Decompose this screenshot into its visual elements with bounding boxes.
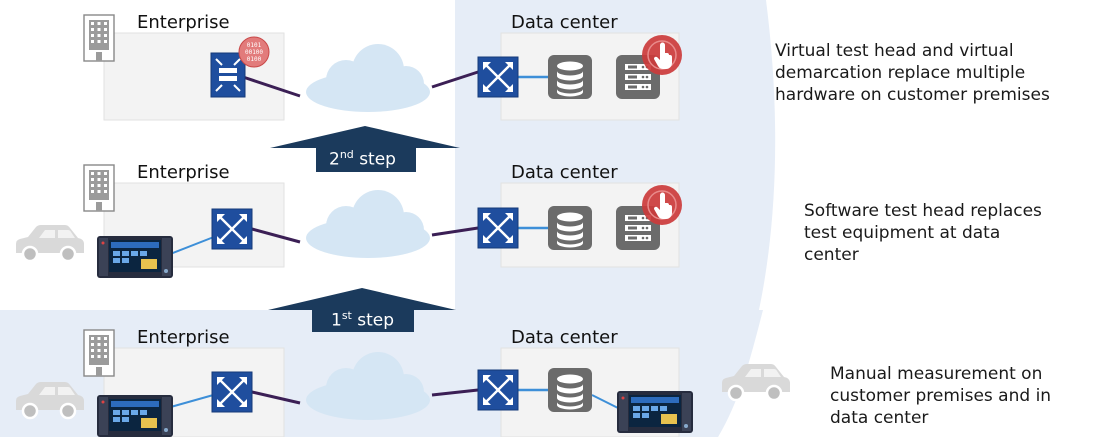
step-arrow-1st bbox=[268, 288, 456, 332]
enterprise-label: Enterprise bbox=[137, 12, 230, 33]
step-arrow-2nd bbox=[270, 126, 460, 172]
description-line: test equipment at data bbox=[804, 223, 1001, 243]
step-label-1st: 1st step bbox=[331, 309, 394, 331]
tier-description-bottom: Manual measurement on customer premises … bbox=[830, 363, 1051, 429]
switch-icon bbox=[476, 206, 520, 250]
switch-icon bbox=[210, 370, 254, 414]
description-line: center bbox=[804, 245, 859, 265]
step-ordinal-suffix: nd bbox=[339, 148, 354, 161]
link-line bbox=[431, 388, 479, 397]
description-line: customer premises and in bbox=[830, 386, 1052, 406]
step-number: 1 bbox=[331, 310, 342, 331]
cloud-icon bbox=[306, 190, 430, 258]
database-icon bbox=[548, 368, 592, 412]
svg-text:0100: 0100 bbox=[247, 56, 262, 63]
test-equipment-icon bbox=[617, 391, 693, 433]
database-icon bbox=[548, 55, 592, 99]
tier-description-middle: Software test head replaces test equipme… bbox=[804, 200, 1042, 266]
switch-icon bbox=[476, 55, 520, 99]
description-line: data center bbox=[830, 408, 929, 428]
switch-icon bbox=[210, 207, 254, 251]
car-icon bbox=[14, 223, 86, 263]
step-word: step bbox=[359, 149, 396, 170]
description-line: Virtual test head and virtual bbox=[775, 41, 1014, 61]
link-line bbox=[251, 390, 301, 405]
test-equipment-icon bbox=[97, 395, 173, 437]
building-icon bbox=[83, 14, 115, 62]
step-number: 2 bbox=[329, 149, 340, 170]
link-line bbox=[431, 70, 479, 89]
enterprise-label: Enterprise bbox=[137, 327, 230, 348]
link-line bbox=[242, 75, 301, 98]
description-line: Manual measurement on bbox=[830, 364, 1043, 384]
switch-icon bbox=[476, 368, 520, 412]
step-word: step bbox=[357, 310, 395, 331]
step-label-2nd: 2nd step bbox=[329, 148, 396, 170]
building-icon bbox=[83, 164, 115, 212]
description-line: Software test head replaces bbox=[804, 201, 1042, 221]
description-line: hardware on customer premises bbox=[775, 85, 1050, 105]
datacenter-label: Data center bbox=[511, 162, 618, 183]
link-line bbox=[431, 226, 479, 237]
svg-text:0101: 0101 bbox=[247, 42, 262, 49]
link-line bbox=[251, 227, 301, 244]
datacenter-label: Data center bbox=[511, 327, 618, 348]
description-line: demarcation replace multiple bbox=[775, 63, 1026, 83]
touch-icon bbox=[641, 34, 683, 76]
database-icon bbox=[548, 206, 592, 250]
building-icon bbox=[83, 329, 115, 377]
cloud-icon bbox=[306, 44, 430, 112]
svg-text:00100: 00100 bbox=[245, 49, 263, 56]
step-ordinal-suffix: st bbox=[341, 309, 352, 322]
touch-icon bbox=[641, 184, 683, 226]
test-equipment-icon bbox=[97, 236, 173, 278]
datacenter-label: Data center bbox=[511, 12, 618, 33]
enterprise-label: Enterprise bbox=[137, 162, 230, 183]
tier-description-top: Virtual test head and virtual demarcatio… bbox=[775, 40, 1050, 106]
virtual-demarcation-icon: 0101 00100 0100 bbox=[210, 36, 270, 98]
